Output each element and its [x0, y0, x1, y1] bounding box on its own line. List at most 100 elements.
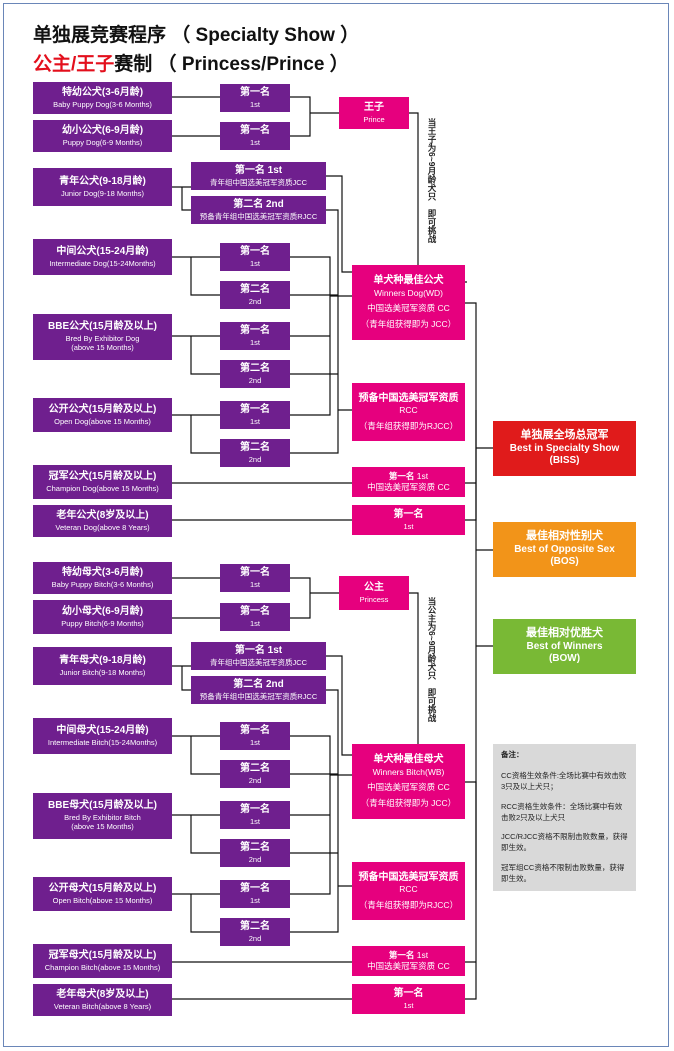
placing-sub: 预备青年组中国选美冠军资质RJCC: [199, 211, 318, 221]
class-label-en: Bred By Exhibitor Dog: [65, 333, 140, 343]
class-champion-dog: 冠军公犬(15月龄及以上)Champion Dog(above 15 Month…: [33, 465, 172, 499]
class-label-en: (above 15 Months): [71, 822, 134, 832]
placing-label: 第一名: [240, 804, 270, 816]
class-label-en: Junior Dog(9-18 Months): [61, 188, 144, 198]
placing-label: 第二名: [240, 284, 270, 296]
placing-rank: 1st: [249, 258, 260, 268]
class-label-en: Open Dog(above 15 Months): [54, 416, 151, 426]
class-label: 老年母犬(8岁及以上): [56, 989, 149, 1001]
award-rjcc-note: （青年组获得即为RJCC）: [358, 899, 459, 910]
class-label: 幼小公犬(6-9月龄): [61, 125, 144, 137]
class-label-en: Intermediate Dog(15-24Months): [49, 258, 156, 268]
class-label: 青年公犬(9-18月龄): [59, 176, 146, 188]
final-label-en: Best of Opposite Sex: [514, 543, 615, 555]
placing-rank: 1st: [249, 416, 260, 426]
final-label: 单独展全场总冠军: [520, 429, 609, 442]
award-label-en: Princess: [359, 594, 389, 604]
class-veteran-bitch: 老年母犬(8岁及以上)Veteran Bitch(above 8 Years): [33, 984, 172, 1016]
prince-challenge-note: 当王子为6~9月龄犬只 即可挑战: [427, 118, 437, 243]
final-abbr: (BOW): [548, 653, 581, 665]
award-rjcc-note: （青年组获得即为RJCC）: [358, 420, 459, 431]
class-baby-puppy-dog: 特幼公犬(3-6月龄)Baby Puppy Dog(3-6 Months): [33, 82, 172, 114]
placing-rank: 1st: [416, 471, 429, 482]
class-label: 特幼公犬(3-6月龄): [61, 87, 144, 99]
placing-rank: 2nd: [248, 854, 262, 864]
placing-label: 第一名: [240, 567, 270, 579]
placing-label: 第一名: [393, 509, 424, 521]
class-veteran-dog: 老年公犬(8岁及以上)Veteran Dog(above 8 Years): [33, 505, 172, 537]
placing-label: 第一名: [240, 404, 270, 416]
placing-label: 第二名: [240, 363, 270, 375]
class-puppy-bitch: 幼小母犬(6-9月龄)Puppy Bitch(6-9 Months): [33, 600, 172, 634]
award-label-en: Prince: [363, 114, 385, 124]
placing-rank: 2nd: [248, 933, 262, 943]
placing-sub: 中国选美冠军资质 CC: [367, 961, 450, 971]
award-label: 预备中国选美冠军资质: [358, 392, 459, 404]
placing-rank: 1st: [403, 1000, 414, 1010]
note-item: CC资格生效条件:全场比赛中有效击败3只及以上犬只；: [501, 770, 627, 791]
final-label-en: Best in Specialty Show: [509, 442, 620, 454]
class-champion-bitch: 冠军母犬(15月龄及以上)Champion Bitch(above 15 Mon…: [33, 944, 172, 978]
placing-rank: 1st: [249, 579, 260, 589]
placing-label: 第二名: [240, 763, 270, 775]
final-label-en: Best of Winners: [526, 640, 603, 652]
award-label: 公主: [364, 582, 384, 594]
class-intermediate-dog: 中间公犬(15-24月龄)Intermediate Dog(15-24Month…: [33, 239, 172, 275]
placing-rank: 1st: [249, 137, 260, 147]
placing-label: 第一名: [240, 883, 270, 895]
page-frame: [3, 3, 669, 1047]
placing-rank: 1st: [249, 895, 260, 905]
class-label-en: Baby Puppy Bitch(3-6 Months): [51, 579, 154, 589]
class-label-en: Intermediate Bitch(15-24Months): [47, 737, 158, 747]
page-title: 单独展竞赛程序 （ Specialty Show ）: [33, 25, 360, 46]
class-label-en: Open Bitch(above 15 Months): [52, 895, 153, 905]
placing-rank: 1st: [249, 737, 260, 747]
class-label: 特幼母犬(3-6月龄): [61, 567, 144, 579]
placing-rank: 1st: [249, 816, 260, 826]
placing-rank: 1st: [249, 99, 260, 109]
notes-title: 备注：: [501, 750, 524, 759]
class-label-en: Champion Bitch(above 15 Months): [44, 962, 161, 972]
class-label: 中间母犬(15-24月龄): [56, 725, 149, 737]
class-label: 幼小母犬(6-9月龄): [61, 606, 144, 618]
placing-rank: 2nd: [248, 775, 262, 785]
placing-label: 第二名 2nd: [233, 679, 284, 691]
final-label: 最佳相对性别犬: [526, 530, 603, 543]
award-cc: 中国选美冠军资质 CC: [367, 303, 450, 314]
placing-rank: 2nd: [248, 296, 262, 306]
placing-label: 第一名: [388, 950, 415, 961]
placing-label: 第一名: [240, 325, 270, 337]
princess-challenge-note: 当公主为6~9月龄犬只 即可挑战: [427, 597, 437, 722]
placing-label: 第二名 2nd: [233, 199, 284, 211]
final-abbr: (BISS): [549, 455, 580, 467]
placing-label: 第一名: [240, 87, 270, 99]
class-label: 冠军母犬(15月龄及以上): [48, 950, 157, 962]
placing-sub: 青年组中国选美冠军资质JCC: [209, 177, 308, 187]
placing-rank: 2nd: [248, 454, 262, 464]
class-intermediate-bitch: 中间母犬(15-24月龄)Intermediate Bitch(15-24Mon…: [33, 718, 172, 754]
class-label: 青年母犬(9-18月龄): [59, 655, 146, 667]
placing-label: 第一名: [393, 988, 424, 1000]
class-label-en: Veteran Dog(above 8 Years): [55, 522, 150, 532]
note-item: RCC资格生效条件：全场比赛中有效击败2只及以上犬只: [501, 801, 623, 822]
award-label-en: RCC: [399, 884, 418, 895]
